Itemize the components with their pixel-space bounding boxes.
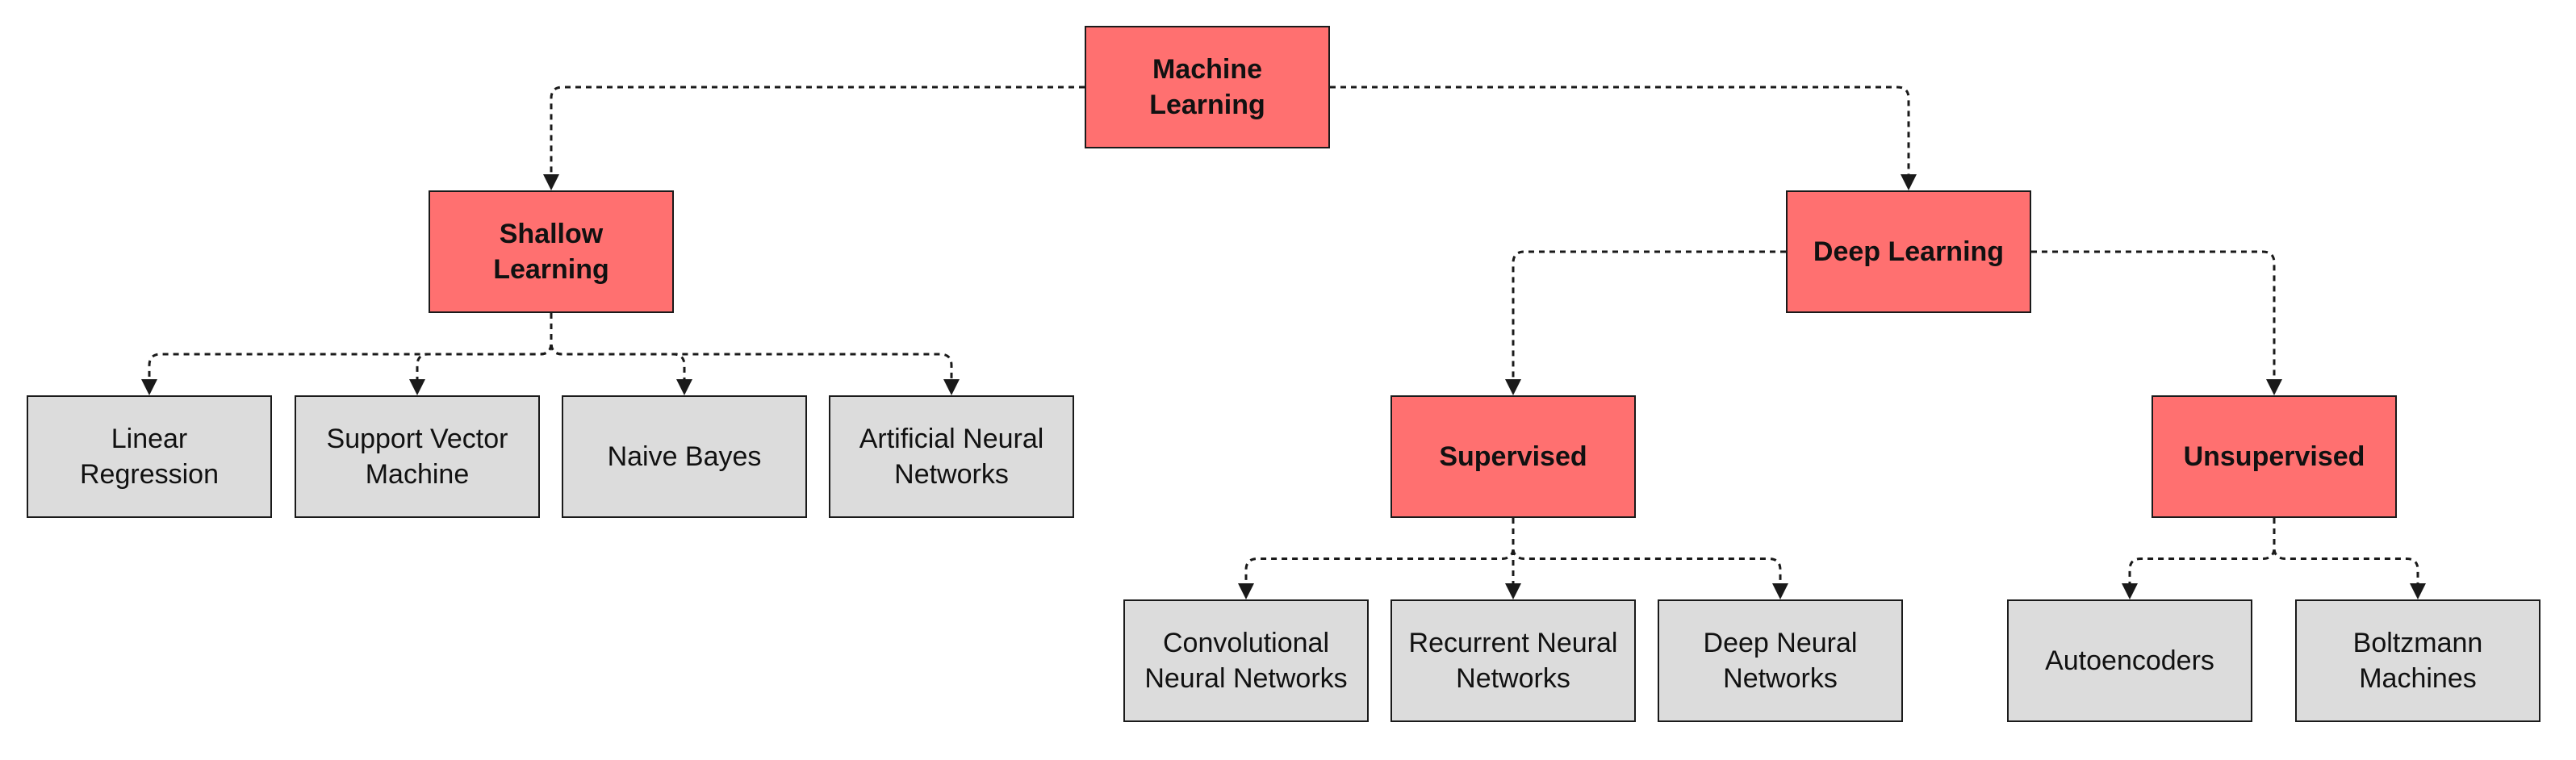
node-deep-learning: Deep Learning bbox=[1786, 190, 2031, 313]
node-supervised: Supervised bbox=[1390, 395, 1636, 518]
connector-shallow-learning-to-linear-regression bbox=[148, 313, 553, 381]
node-machine-learning: Machine Learning bbox=[1085, 26, 1330, 148]
node-artificial-neural-networks: Artificial Neural Networks bbox=[829, 395, 1074, 518]
node-label: Recurrent Neural Networks bbox=[1408, 627, 1618, 694]
connector-deep-learning-to-unsupervised-arrowhead bbox=[2266, 379, 2282, 395]
connector-supervised-to-dnn bbox=[1512, 518, 1782, 585]
connector-supervised-to-cnn bbox=[1244, 518, 1515, 585]
node-label: Supervised bbox=[1439, 441, 1587, 472]
connector-supervised-to-dnn-arrowhead bbox=[1772, 583, 1788, 599]
connector-unsupervised-to-boltzmann bbox=[2273, 518, 2419, 585]
connector-supervised-to-cnn-arrowhead bbox=[1238, 583, 1254, 599]
connector-shallow-learning-to-ann bbox=[550, 313, 953, 381]
node-autoencoders: Autoencoders bbox=[2007, 599, 2252, 722]
node-shallow-learning: Shallow Learning bbox=[429, 190, 674, 313]
connector-deep-learning-to-supervised bbox=[1512, 250, 1786, 381]
connector-deep-learning-to-supervised-arrowhead bbox=[1505, 379, 1521, 395]
connector-deep-learning-to-unsupervised bbox=[2031, 250, 2276, 381]
node-support-vector-machine: Support Vector Machine bbox=[295, 395, 540, 518]
node-deep-neural-networks: Deep Neural Networks bbox=[1658, 599, 1903, 722]
node-label: Autoencoders bbox=[2045, 645, 2214, 676]
node-label: Machine Learning bbox=[1149, 53, 1265, 120]
connector-shallow-learning-to-linear-regression-arrowhead bbox=[141, 379, 157, 395]
connector-machine-learning-to-shallow-learning bbox=[550, 86, 1085, 176]
connector-shallow-learning-to-naive-bayes-arrowhead bbox=[676, 379, 692, 395]
node-label: Artificial Neural Networks bbox=[859, 423, 1044, 490]
node-label: Shallow Learning bbox=[493, 218, 609, 285]
connector-machine-learning-to-deep-learning bbox=[1330, 86, 1910, 176]
node-label: Convolutional Neural Networks bbox=[1144, 627, 1348, 694]
node-linear-regression: Linear Regression bbox=[27, 395, 272, 518]
connector-supervised-to-rnn-arrowhead bbox=[1505, 583, 1521, 599]
node-recurrent-neural-networks: Recurrent Neural Networks bbox=[1390, 599, 1636, 722]
node-boltzmann-machines: Boltzmann Machines bbox=[2295, 599, 2540, 722]
node-label: Support Vector Machine bbox=[326, 423, 508, 490]
connector-shallow-learning-to-ann-arrowhead bbox=[943, 379, 960, 395]
node-label: Boltzmann Machines bbox=[2352, 627, 2483, 694]
connector-shallow-learning-to-naive-bayes bbox=[550, 313, 686, 381]
connector-machine-learning-to-deep-learning-arrowhead bbox=[1901, 174, 1917, 190]
connector-unsupervised-to-autoencoders-arrowhead bbox=[2122, 583, 2138, 599]
node-label: Deep Neural Networks bbox=[1703, 627, 1858, 694]
node-unsupervised: Unsupervised bbox=[2152, 395, 2397, 518]
connector-machine-learning-to-shallow-learning-arrowhead bbox=[543, 174, 559, 190]
connector-unsupervised-to-autoencoders bbox=[2128, 518, 2276, 585]
node-convolutional-neural-networks: Convolutional Neural Networks bbox=[1123, 599, 1369, 722]
node-label: Deep Learning bbox=[1813, 236, 2005, 267]
node-label: Unsupervised bbox=[2183, 441, 2365, 472]
connector-unsupervised-to-boltzmann-arrowhead bbox=[2410, 583, 2426, 599]
node-label: Naive Bayes bbox=[607, 441, 762, 472]
connector-shallow-learning-to-svm-arrowhead bbox=[409, 379, 425, 395]
node-label: Linear Regression bbox=[80, 423, 219, 490]
connector-shallow-learning-to-svm bbox=[416, 313, 553, 381]
node-naive-bayes: Naive Bayes bbox=[562, 395, 807, 518]
